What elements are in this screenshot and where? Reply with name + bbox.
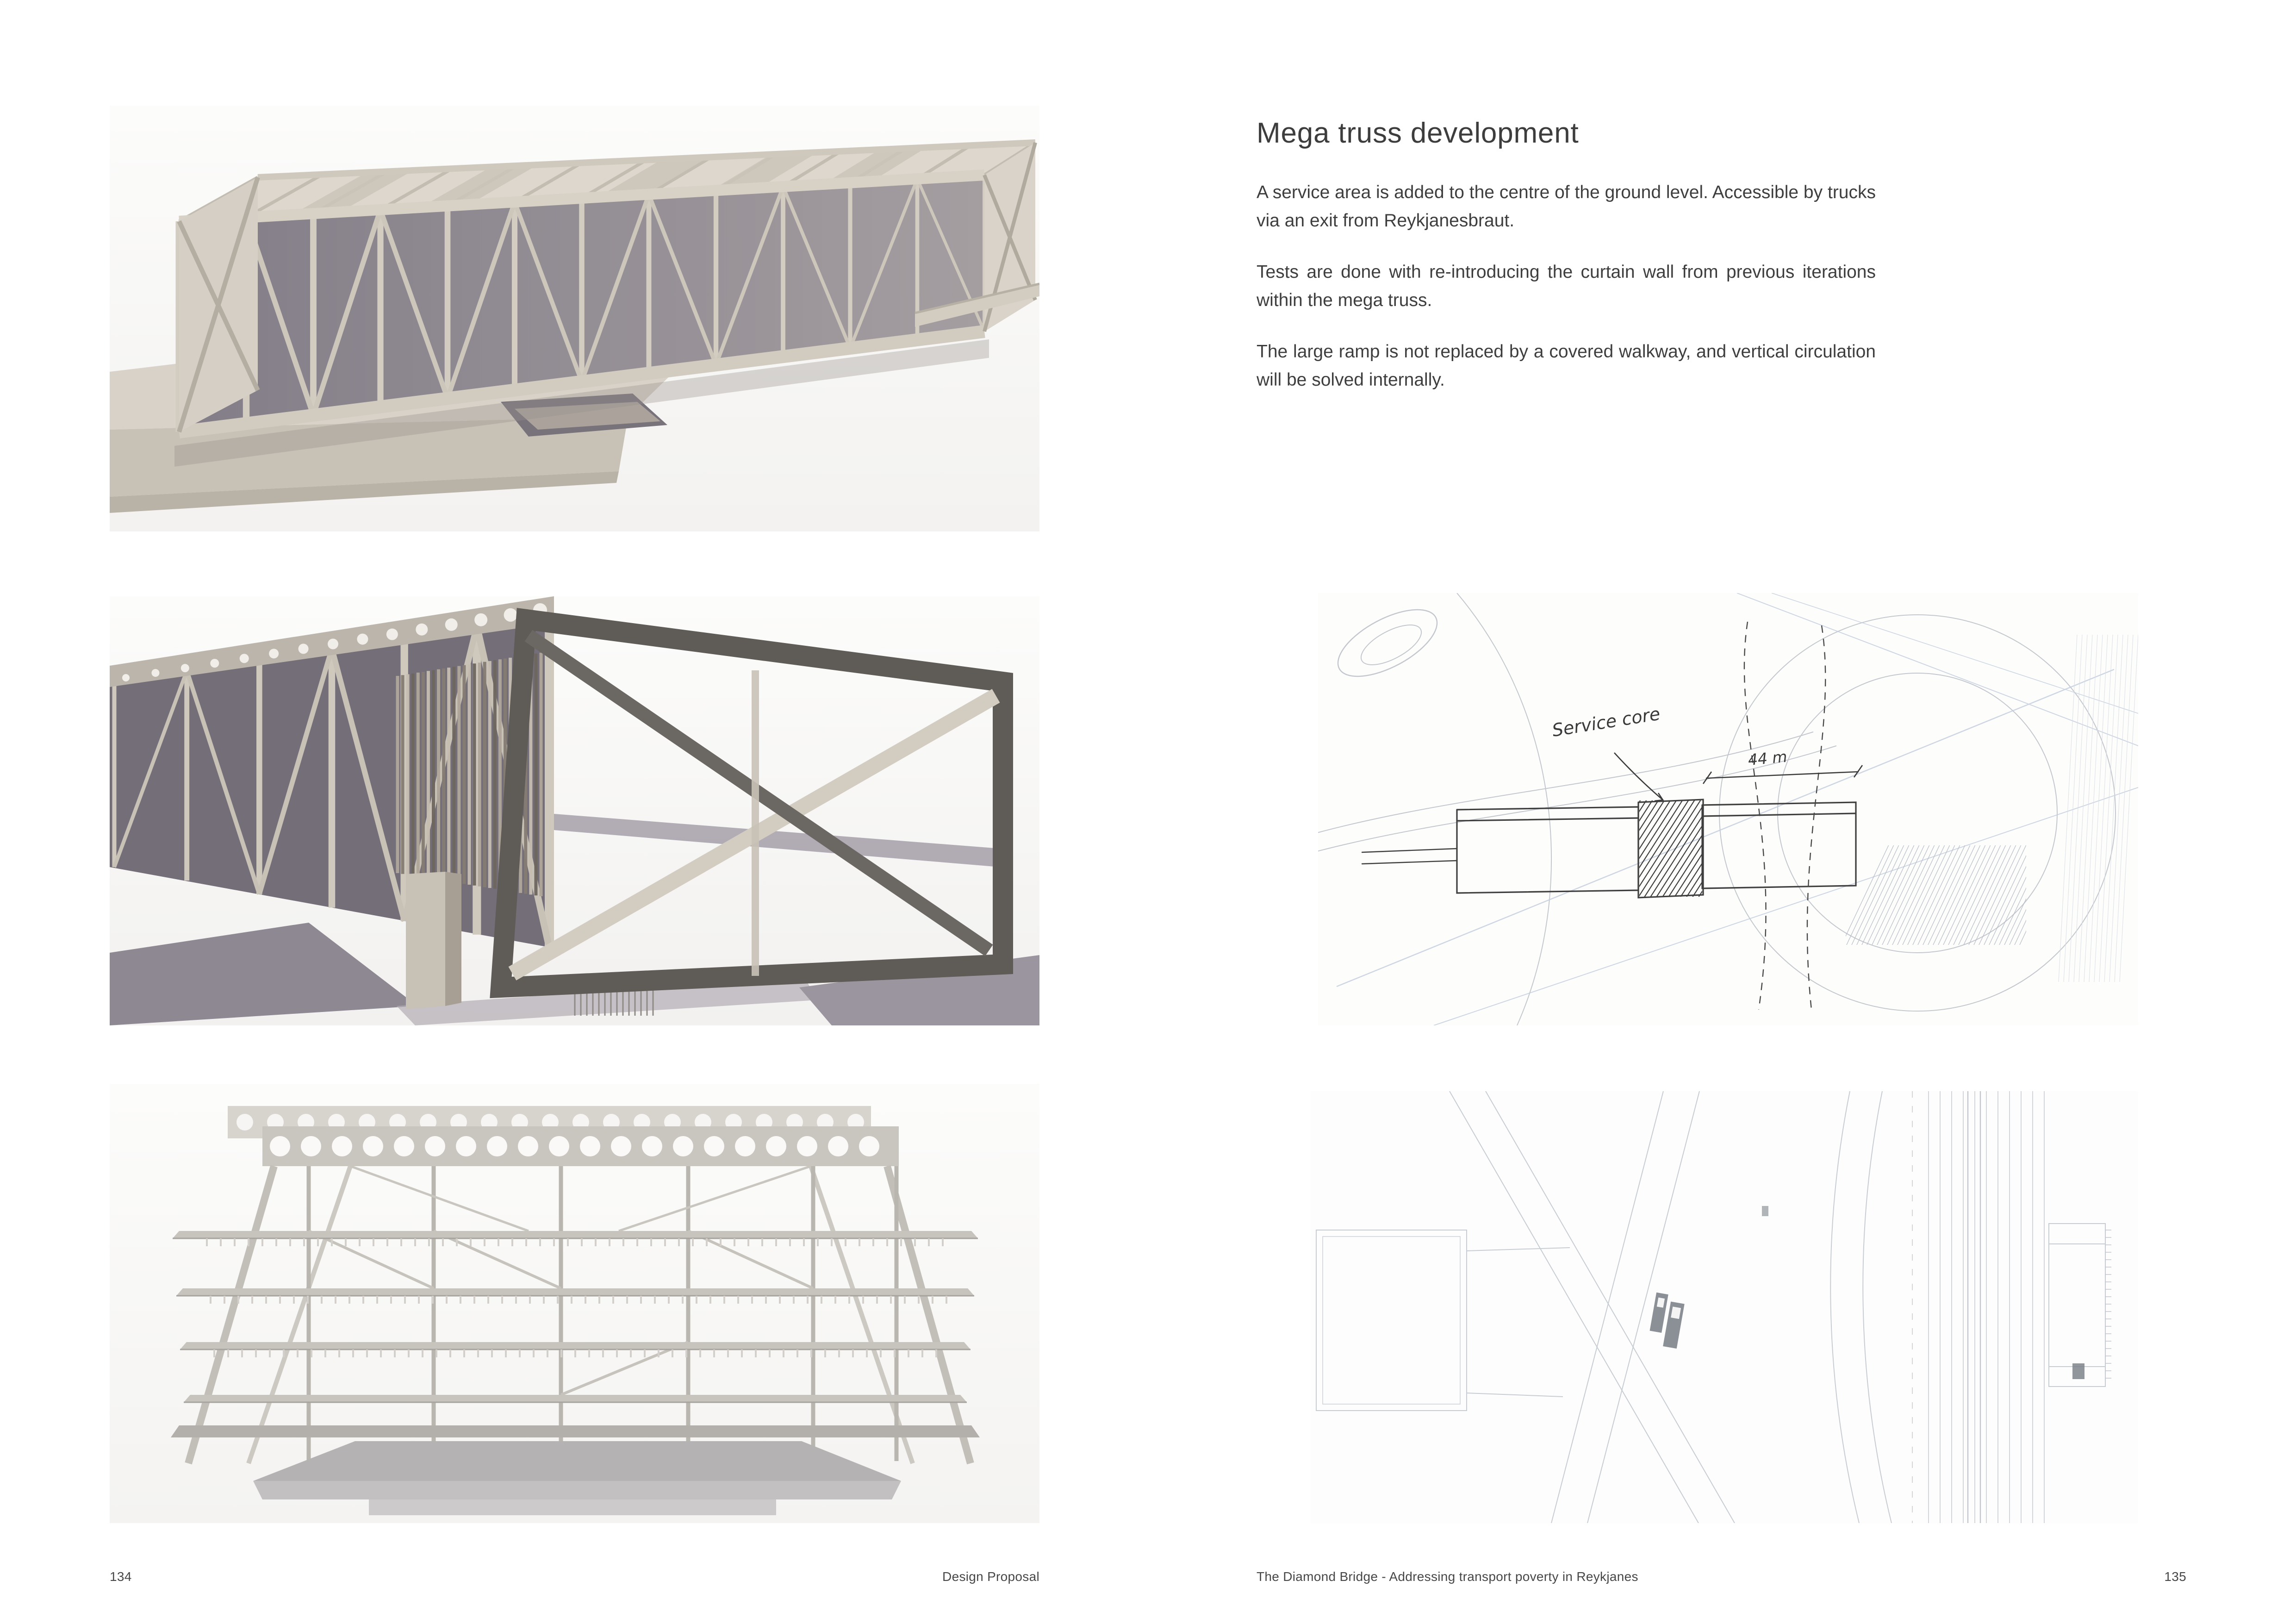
concept-sketch-canvas: Service core 44 m xyxy=(1318,593,2138,1025)
columns-and-braces xyxy=(306,1165,899,1461)
paragraph-ramp: The large ramp is not replaced by a cove… xyxy=(1257,342,1876,390)
fine-hatch xyxy=(1846,845,2026,945)
figure-truss-closeup-render xyxy=(110,596,1039,1025)
figure-concept-sketch: Service core 44 m xyxy=(1318,593,2138,1025)
sketch-background xyxy=(1318,593,2138,1025)
perforated-beams xyxy=(228,1106,899,1166)
ground-berm xyxy=(253,1441,901,1515)
body-text: A service area is added to the centre of… xyxy=(1257,178,1876,417)
cad-underlay-lines xyxy=(1336,593,2138,1025)
walkway-extension xyxy=(915,282,1039,327)
dashed-boundary-lines xyxy=(1743,621,1826,1010)
perforated-beam xyxy=(122,603,547,681)
page-number-left: 134 xyxy=(110,1569,132,1584)
lower-deck xyxy=(171,1425,980,1437)
interior-floor xyxy=(554,814,1001,867)
floor-slabs xyxy=(173,1231,978,1403)
paragraph-service-area: A service area is added to the centre of… xyxy=(1257,182,1876,231)
facade-ticks xyxy=(2105,1230,2111,1379)
mega-truss-body xyxy=(175,139,1037,438)
support-pier xyxy=(406,872,461,1009)
dark-mega-frame xyxy=(490,608,1013,999)
plan-band xyxy=(1361,799,1857,899)
footer-section-left: Design Proposal xyxy=(942,1569,1039,1584)
vehicles xyxy=(1649,1206,2084,1379)
page-title: Mega truss development xyxy=(1257,117,1579,149)
road-lanes xyxy=(1912,1091,2045,1523)
plan-background xyxy=(1311,1091,2138,1523)
sketch-label-dimension: 44 m xyxy=(1747,748,1788,769)
paragraph-curtain-wall: Tests are done with re-introducing the c… xyxy=(1257,262,1876,310)
figure-truss-elevation-render xyxy=(110,1084,1039,1523)
truss-deck-beams xyxy=(178,141,1036,223)
truss-aerial-render-canvas xyxy=(110,106,1039,531)
construction-lines xyxy=(1318,593,2116,1025)
truss-closeup-render-canvas xyxy=(110,596,1039,1025)
page-number-right: 135 xyxy=(2164,1569,2186,1584)
right-edge-lines xyxy=(2058,634,2138,982)
site-plan-canvas xyxy=(1311,1091,2138,1523)
truss-elevation-render-canvas xyxy=(110,1084,1039,1523)
figure-site-plan xyxy=(1311,1091,2138,1523)
figure-truss-aerial-render xyxy=(110,106,1039,531)
dimension-and-leader xyxy=(1614,752,1863,802)
plan-linework xyxy=(1316,1091,2106,1523)
service-core-hatch xyxy=(1639,800,1702,897)
truss-shadow xyxy=(174,339,989,467)
footer-section-right: The Diamond Bridge - Addressing transpor… xyxy=(1257,1569,1638,1584)
